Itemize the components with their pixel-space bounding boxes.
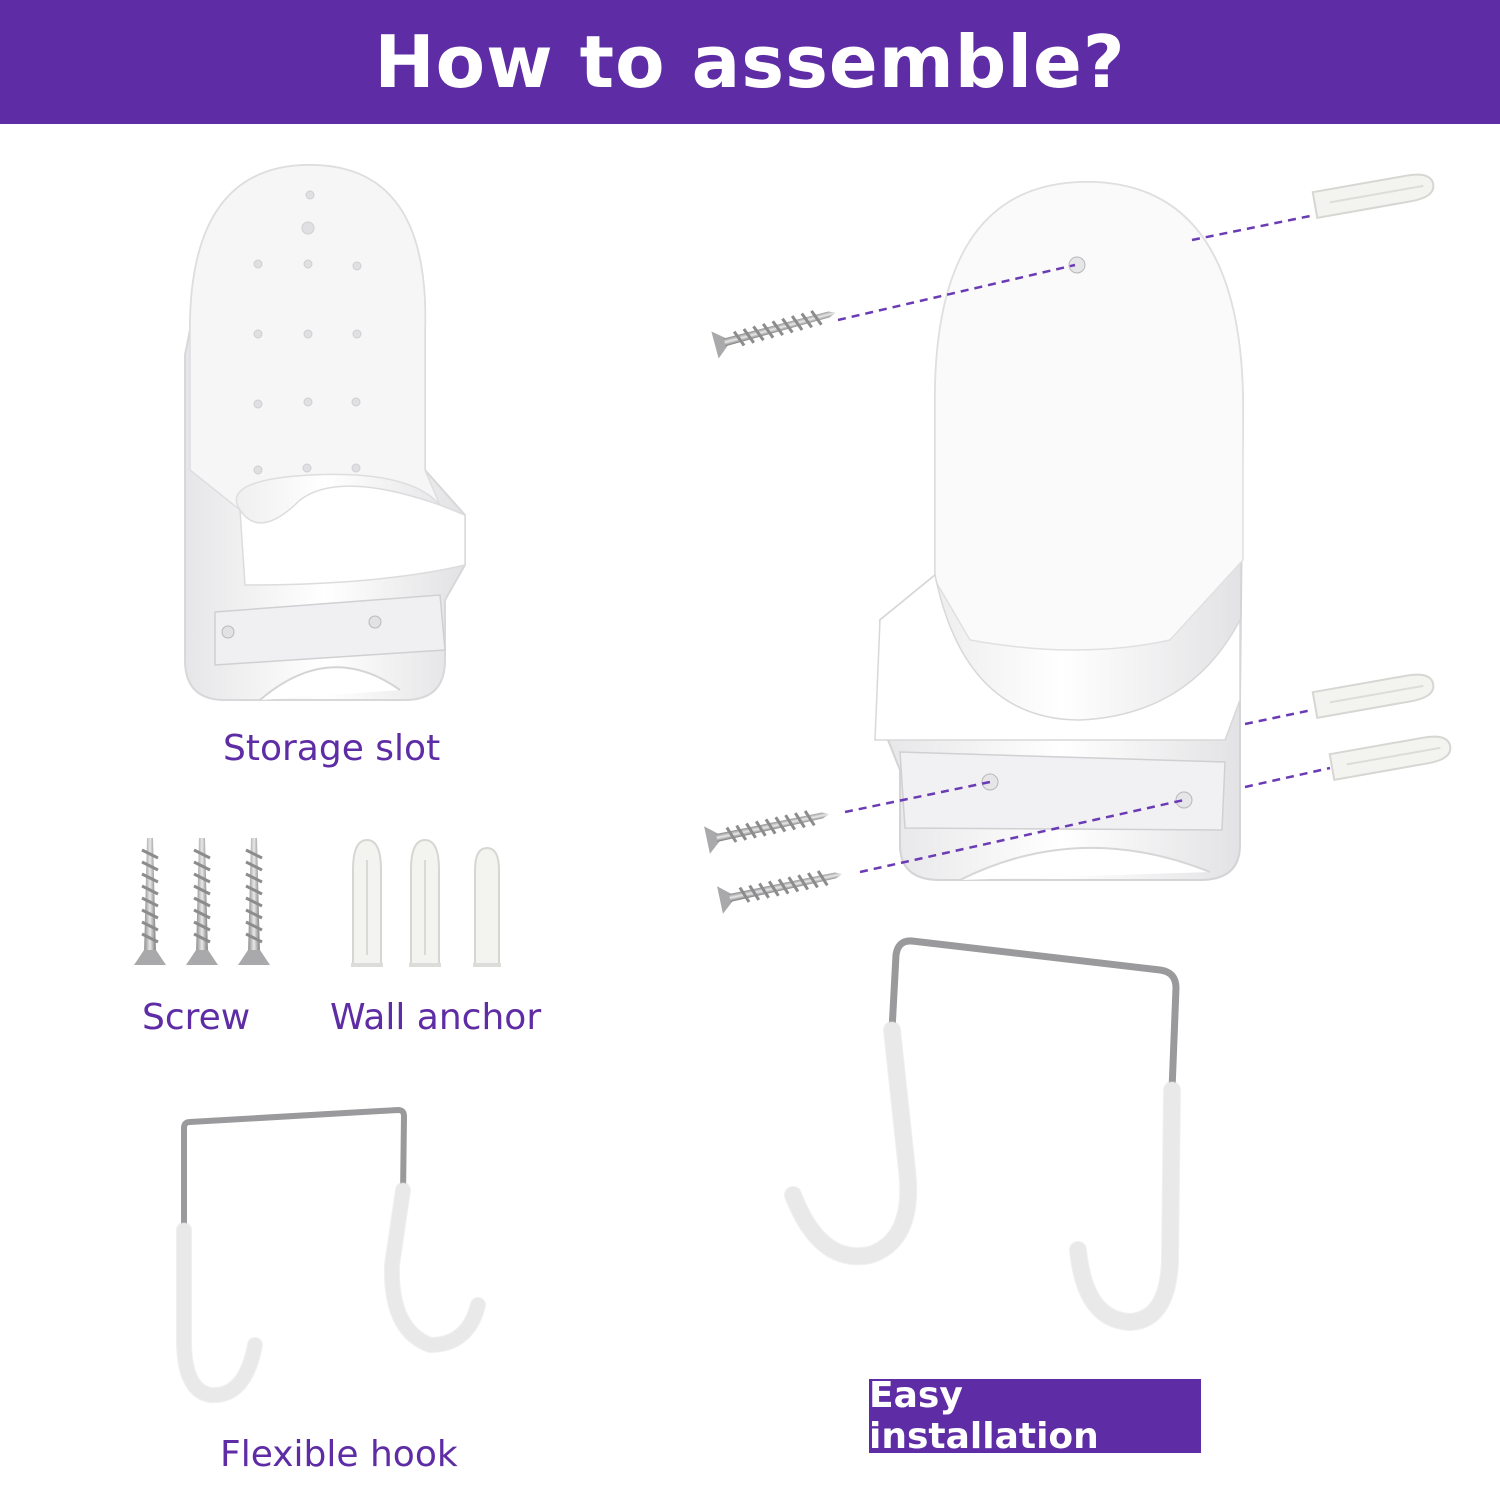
- assembled-holder-icon: [874, 180, 1245, 881]
- wall-anchor-label: Wall anchor: [330, 997, 542, 1038]
- flexible-hook-icon: [784, 937, 1181, 1332]
- flexible-hook-icon: [176, 1106, 486, 1404]
- flexible-hook-label: Flexible hook: [220, 1434, 458, 1475]
- screw-label: Screw: [142, 997, 251, 1038]
- header-banner: How to assemble?: [0, 0, 1500, 124]
- page-title: How to assemble?: [374, 20, 1126, 104]
- wall-anchor-icon: [1311, 173, 1452, 781]
- screw-icon: [704, 310, 843, 914]
- storage-slot-label: Storage slot: [223, 728, 441, 769]
- screw-icon: [134, 838, 270, 965]
- wall-anchor-icon: [351, 838, 501, 967]
- assembly-guide-lines: [837, 213, 1331, 874]
- easy-installation-badge: Easy installation: [869, 1375, 1201, 1457]
- storage-slot-holder-icon: [184, 163, 466, 701]
